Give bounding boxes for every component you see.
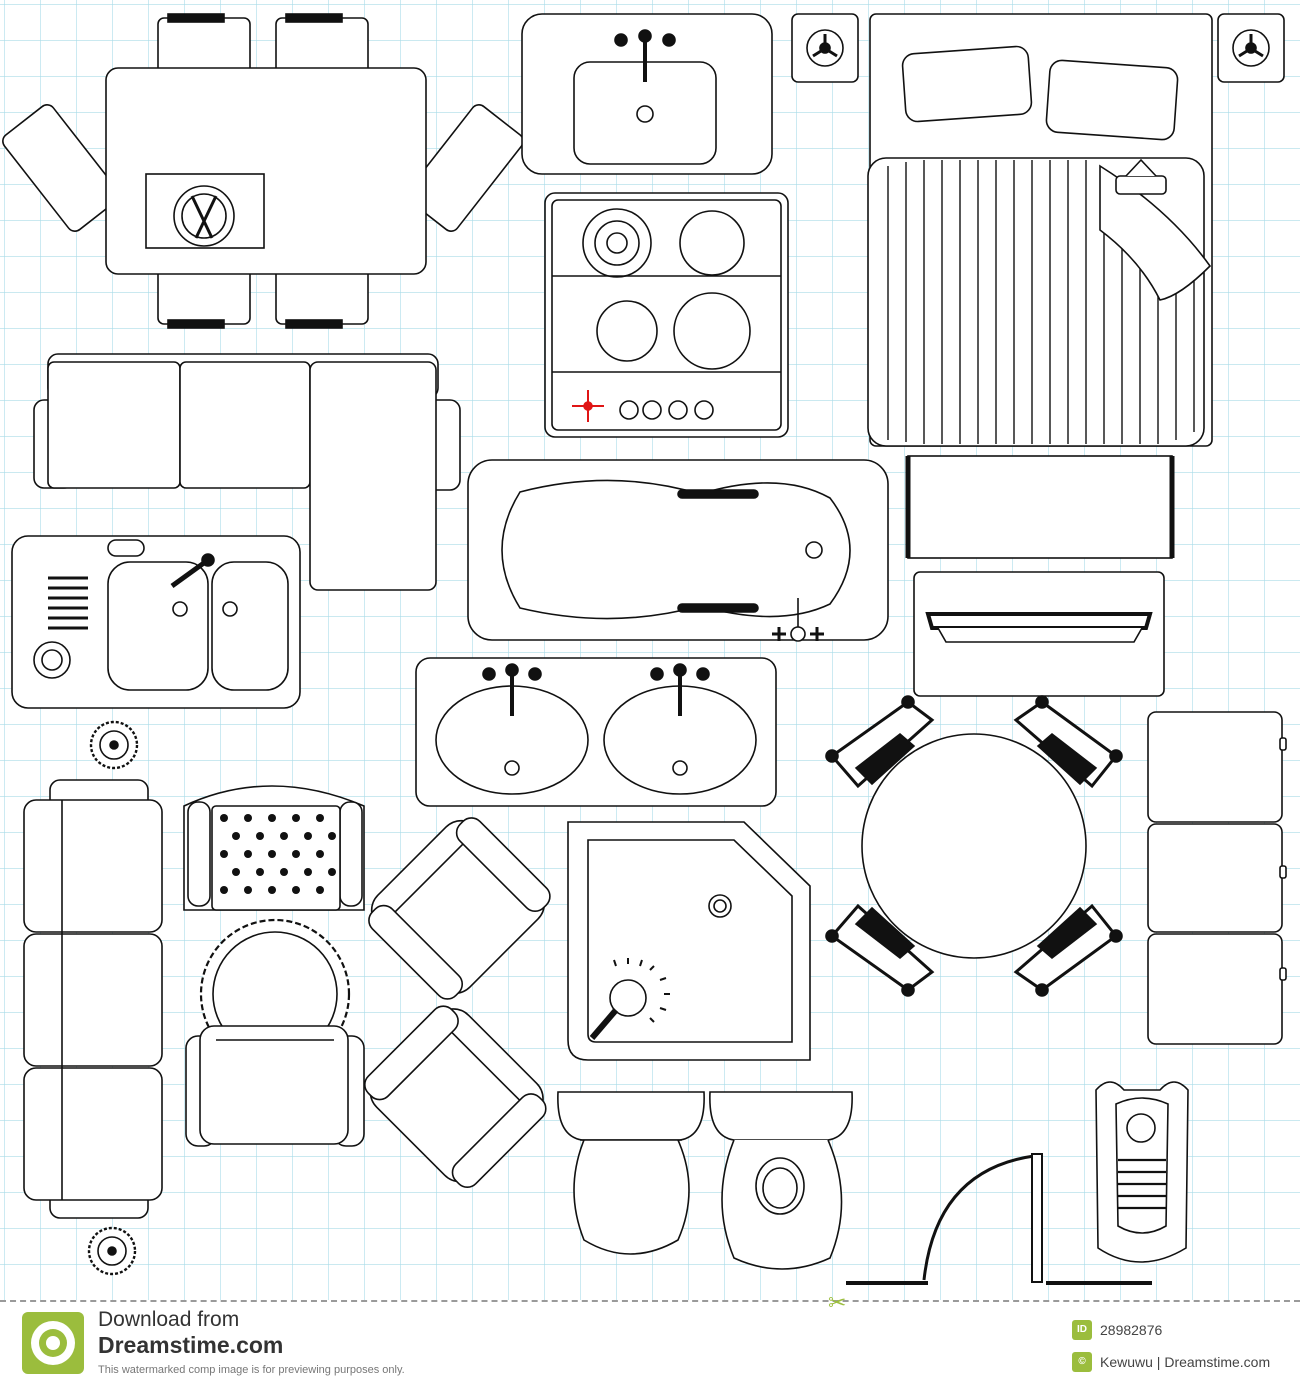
- bench: [905, 455, 1175, 559]
- watermark-footer: ✂ Download from Dreamstime.com This wate…: [0, 1290, 1300, 1390]
- bidet: [709, 1091, 853, 1270]
- armchair: [368, 817, 551, 1000]
- image-id: 28982876: [1100, 1322, 1163, 1338]
- kitchen-sink: [521, 13, 773, 175]
- door-swing: [846, 1153, 1152, 1285]
- sectional-sofa: [33, 353, 461, 591]
- toilet: [557, 1091, 705, 1255]
- copyright-icon: ©: [1072, 1352, 1092, 1372]
- download-from-text: Download from: [98, 1308, 240, 1331]
- dreamstime-site-name[interactable]: Dreamstime.com: [98, 1332, 284, 1358]
- floor-plan-canvas: [0, 0, 1300, 1300]
- potted-plant: [87, 1226, 137, 1276]
- dining-table-six-chairs: [2, 13, 524, 329]
- three-seat-sofa: [23, 779, 163, 1219]
- dresser: [913, 571, 1165, 697]
- ceiling-fan: [1217, 13, 1285, 83]
- sectional-pieces: [1147, 711, 1287, 1045]
- armchair: [185, 1025, 365, 1147]
- double-vanity: [415, 657, 777, 807]
- scissors-icon: ✂: [828, 1290, 847, 1315]
- potted-plant: [89, 720, 139, 770]
- round-table-four-chairs: [825, 695, 1123, 997]
- author-credit: Kewuwu | Dreamstime.com: [1100, 1354, 1271, 1370]
- ceiling-fan: [791, 13, 859, 83]
- double-kitchen-sink: [11, 535, 301, 709]
- armchair: [364, 1005, 547, 1188]
- dreamstime-logo: [22, 1312, 84, 1374]
- id-badge: ID: [1072, 1320, 1092, 1340]
- corner-shower: [567, 821, 811, 1061]
- double-bed: [867, 13, 1213, 447]
- tufted-armchair: [183, 785, 365, 911]
- watermark-disclaimer: This watermarked comp image is for previ…: [98, 1364, 405, 1376]
- squat-toilet: [1095, 1081, 1189, 1263]
- cooktop: [544, 192, 789, 438]
- bathtub: [467, 459, 889, 642]
